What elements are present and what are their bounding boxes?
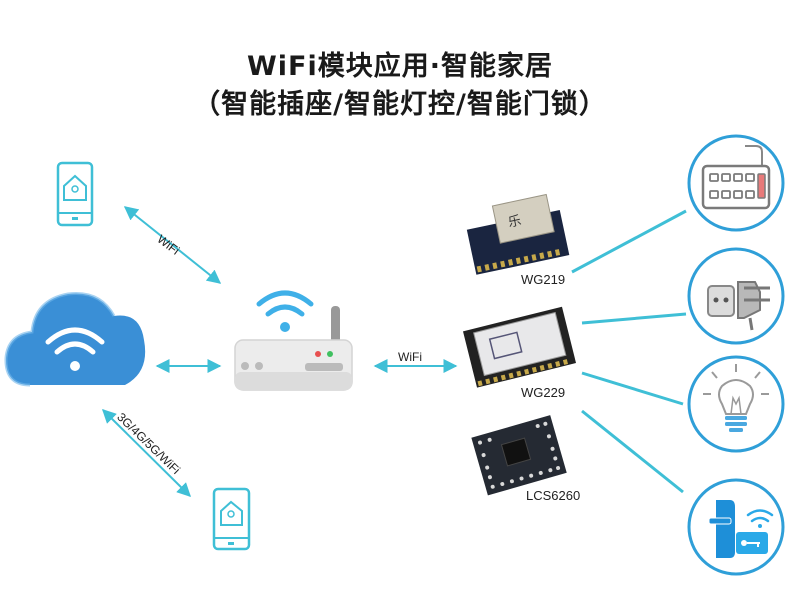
module-label-wg229: WG229 xyxy=(521,385,566,400)
module-wg219-icon: 乐 xyxy=(466,193,570,275)
light-bulb-icon xyxy=(687,355,785,453)
cloud-icon xyxy=(4,291,146,387)
module-label-wg219: WG219 xyxy=(521,272,566,287)
svg-text:乐: 乐 xyxy=(507,213,523,230)
cloud-wifi-icon xyxy=(45,327,105,371)
module-wg229-icon xyxy=(463,306,577,388)
phone-top-icon xyxy=(56,161,94,227)
router-module-link-label: WiFi xyxy=(398,350,422,364)
page-title: WiFi模块应用·智能家居 xyxy=(247,51,553,82)
keyboard-panel-icon xyxy=(687,134,785,232)
module-device-lines xyxy=(571,209,687,494)
power-plug-socket-icon xyxy=(687,247,785,345)
phone-bottom-icon xyxy=(212,487,251,551)
router-icon xyxy=(234,290,353,391)
smart-door-lock-icon xyxy=(687,478,785,576)
lock-wifi-icon xyxy=(746,509,774,528)
module-lcs6260-icon xyxy=(471,415,567,496)
phone-router-arrow xyxy=(123,206,222,284)
page-subtitle: （智能插座/智能灯控/智能门锁） xyxy=(193,89,607,120)
module-label-lcs6260: LCS6260 xyxy=(526,488,581,503)
cloud-phone-arrow xyxy=(102,409,191,497)
router-wifi-icon xyxy=(256,290,314,332)
